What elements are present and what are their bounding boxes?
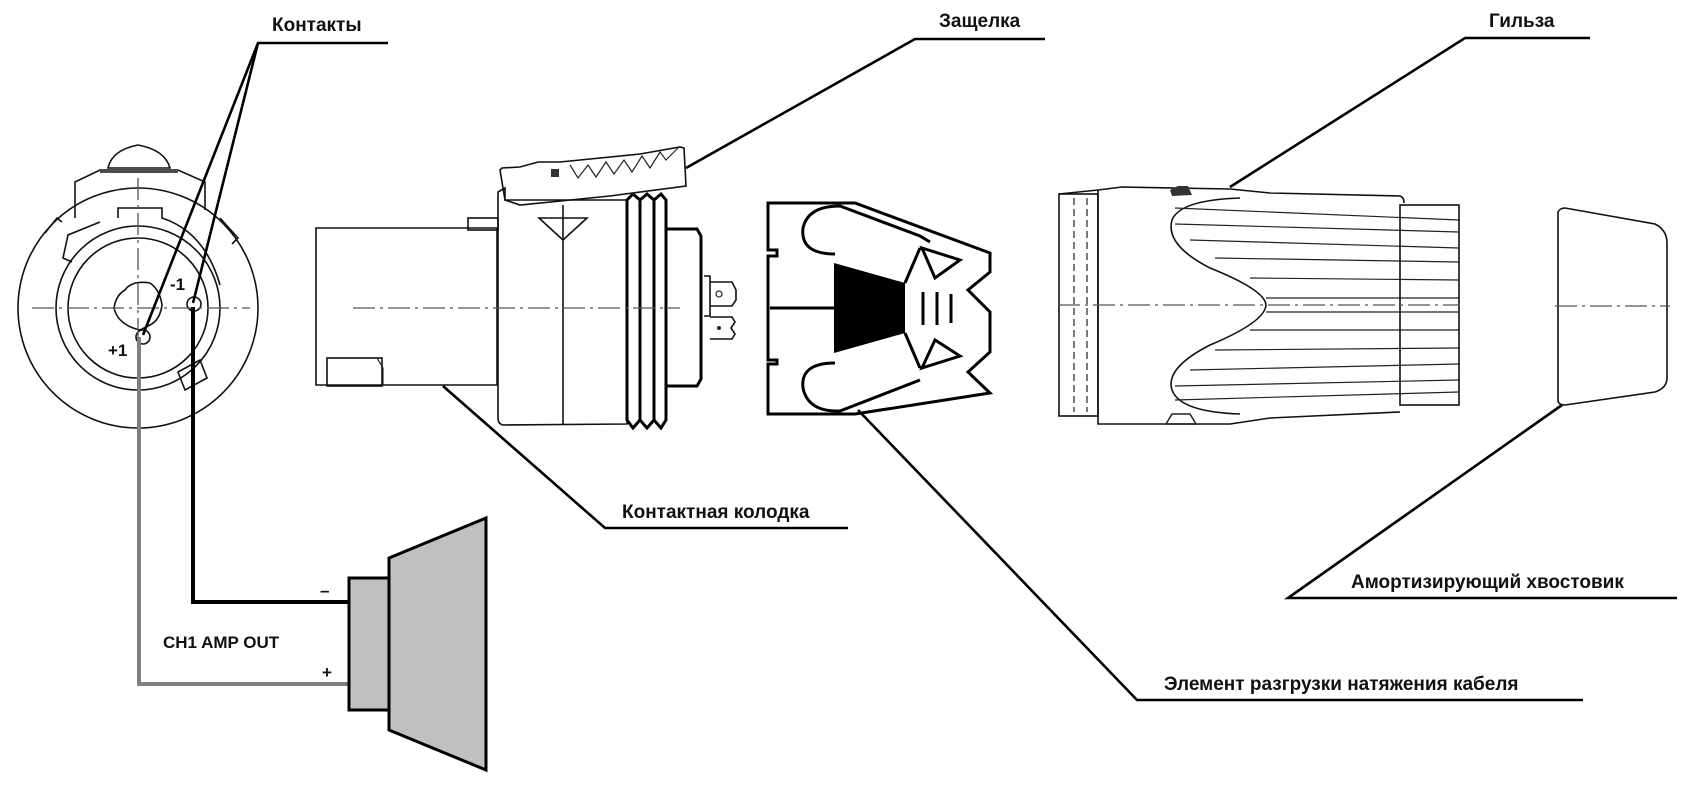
slot-bevel [376,357,384,386]
side-tab-right [219,217,240,245]
relief-triangle-top [919,245,964,281]
wire-positive [137,337,350,686]
latch-teeth [569,147,679,180]
leader-contacts-minus [191,42,260,304]
speaker-icon: – + CH1 AMP OUT [163,515,488,773]
barrel-slot [326,357,383,387]
callouts: Контакты Защелка Гильза Контактная колод… [141,11,1677,702]
leader-tail-boot [1283,403,1677,600]
contact-block [315,146,737,431]
barrel [315,227,498,386]
leader-latch [685,37,1045,170]
lower-lobe [801,361,921,413]
cable-clamp-fill [834,263,905,353]
speaker-magnet [347,576,391,712]
sleeve-wave-contour [1170,197,1267,415]
front-top-block [74,169,206,218]
alignment-triangle-icon [536,217,590,242]
sleeve-top-edge [1058,186,1405,204]
key-ring-top [117,207,221,286]
lug-base [704,275,711,317]
pin-label-minus: -1 [170,275,185,294]
speaker-plus-sign: + [322,663,332,682]
lug-hole-top [715,290,723,298]
wiring [137,307,350,686]
strain-relief-body [766,201,994,416]
grooves [625,191,668,431]
label-sleeve: Гильза [1489,11,1555,32]
key-ring-left [62,221,101,263]
strain-relief [766,201,994,416]
label-strain-relief: Элемент разгрузки натяжения кабеля [1164,674,1519,695]
label-contacts: Контакты [272,15,362,36]
leader-strain-relief [857,409,1583,702]
leader-contact-block [442,385,848,530]
pin-label-plus: +1 [108,341,127,360]
sleeve-bottom-edge [1097,190,1401,425]
upper-lobe [801,204,931,256]
latch [499,146,687,206]
sleeve [1058,186,1460,425]
wire-negative [191,307,350,604]
speaker-channel-label: CH1 AMP OUT [163,633,280,652]
relief-triangle-bottom [919,337,964,371]
sleeve-ribs [1174,207,1460,401]
solder-lug-top [710,281,737,307]
sleeve-bottom-latch [1164,413,1198,425]
speaker-cone [387,515,488,773]
tail-boot [1555,207,1670,406]
label-tail-boot: Амортизирующий хвостовик [1351,572,1624,593]
latch-mark [551,169,559,177]
speaker-minus-sign: – [320,581,329,600]
body [497,186,628,426]
sleeve-top-latch [1170,186,1192,196]
pin-hole-plus [135,329,151,345]
relief-arms [903,247,922,369]
label-latch: Защелка [939,11,1021,32]
rear-flange [666,227,703,388]
front-top-nub [107,144,172,169]
label-contact-block: Контактная колодка [622,502,810,523]
solder-lug-bottom [710,316,736,340]
lug-hole-bottom [717,326,721,330]
center-key [113,281,163,331]
side-tab-left [44,216,63,234]
leader-sleeve [1229,36,1590,189]
